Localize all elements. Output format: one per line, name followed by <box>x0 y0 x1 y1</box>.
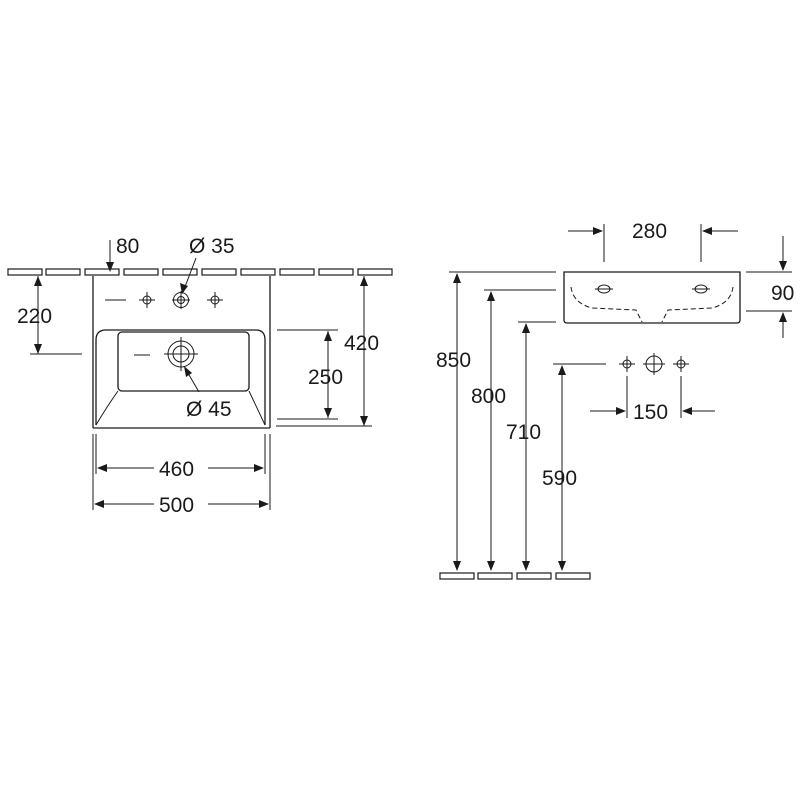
dim-height-710-label: 710 <box>506 421 541 444</box>
dim-height-800-label: 800 <box>471 385 506 408</box>
dim-outer-width-label: 500 <box>159 494 194 517</box>
basin-side-outline <box>563 271 741 324</box>
basin-front-outline <box>92 276 271 429</box>
dim-basin-height-label: 90 <box>771 282 794 305</box>
dim-tap-height-label: 220 <box>17 305 52 328</box>
tap-hole-markers <box>105 291 224 309</box>
wall-tiles <box>7 268 393 276</box>
dim-hole-spacing-top-label: 280 <box>632 220 667 243</box>
side-view: 280 90 850 800 710 590 <box>436 220 794 580</box>
dim-height-590-label: 590 <box>542 467 577 490</box>
floor-tiles <box>439 572 591 580</box>
dim-hole-spacing-label: 150 <box>633 401 668 424</box>
dim-depth-label: 420 <box>344 332 379 355</box>
dim-tap-hole-label: Ø 35 <box>189 235 235 258</box>
dim-tap-offset-label: 80 <box>116 235 139 258</box>
dim-height-850-label: 850 <box>436 349 471 372</box>
dim-bowl-depth-label: 250 <box>308 366 343 389</box>
dim-inner-width-label: 460 <box>159 458 194 481</box>
side-tap-hole-markers <box>618 353 690 375</box>
waste-hole <box>134 337 198 371</box>
dim-waste-label: Ø 45 <box>186 398 232 421</box>
front-view: 80 Ø 35 220 420 250 Ø 45 <box>7 235 393 517</box>
